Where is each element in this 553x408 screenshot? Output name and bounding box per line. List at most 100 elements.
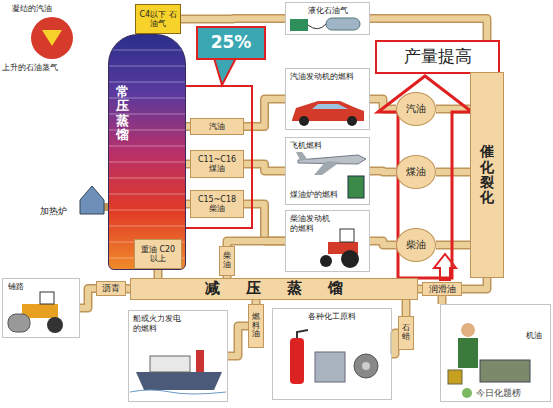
pipe-fill xyxy=(403,300,409,316)
node-text: 柴油 xyxy=(223,252,231,270)
node-text: 润滑油 xyxy=(429,284,456,294)
condense-symbol xyxy=(42,30,62,46)
fraction-box: 重油 C20以上 xyxy=(134,239,182,269)
worker-head xyxy=(461,323,475,337)
plane-tail xyxy=(296,152,308,160)
node-text: 常压蒸馏 xyxy=(116,85,129,142)
product-circle: 汽油 xyxy=(396,92,436,126)
engine-block xyxy=(480,360,530,382)
pipe-outline xyxy=(462,278,487,289)
tractor-wheel xyxy=(320,255,332,267)
condense-icon xyxy=(31,17,73,59)
increase-arrow xyxy=(378,76,472,278)
node-text: 铺路 xyxy=(8,282,24,292)
gas-box: C4以下 石油气 xyxy=(135,4,181,34)
node-text: 产量提高 xyxy=(404,47,472,67)
node-text: 机油 xyxy=(526,331,542,341)
chem-valve-core xyxy=(362,362,370,370)
pipe-fill xyxy=(244,204,285,241)
product-circle: 柴油 xyxy=(396,228,436,262)
product-panel: 船或火力发电的燃料 xyxy=(128,310,228,402)
gas-hose xyxy=(308,24,326,29)
node-text: C4以下 石油气 xyxy=(138,10,178,28)
pipe-outline xyxy=(227,241,285,246)
tractor-wheel xyxy=(341,250,359,268)
node-text: 重油 C20以上 xyxy=(137,245,179,263)
node-text: 柴油 xyxy=(406,239,426,251)
car-wheel xyxy=(347,116,357,126)
pipe-fill xyxy=(439,296,445,304)
annotation-label: 凝结的汽油 xyxy=(12,3,52,14)
note-box: 产量提高 xyxy=(375,40,500,74)
pipe-fill xyxy=(370,171,396,172)
car-wheel xyxy=(299,116,309,126)
chem-valve xyxy=(354,354,378,378)
vacuum-distillation-band: 减压蒸馏 xyxy=(130,278,418,300)
pipe-connector xyxy=(462,278,487,289)
pipe-connector xyxy=(244,204,285,241)
pipe-connector xyxy=(442,296,443,304)
node-text: 减压蒸馏 xyxy=(205,280,369,297)
node-text: 沥青 xyxy=(102,283,120,293)
product-panel: 飞机燃料煤油炉的燃料 xyxy=(285,137,370,205)
pipe-connector xyxy=(228,326,248,356)
product-panel: 柴油发动机的燃料 xyxy=(285,210,370,272)
product-panel: 各种化工原料 xyxy=(272,308,392,400)
pipe-outline xyxy=(154,269,163,278)
annotation-label: 今日化题榜 xyxy=(474,387,523,400)
product-panel: 汽油发动机的燃料 xyxy=(285,68,370,130)
node-text: 煤油 xyxy=(406,166,426,178)
pipe-outline xyxy=(244,204,285,241)
increase-arrow-small xyxy=(434,254,456,280)
water-line xyxy=(130,390,226,394)
pipe-fill xyxy=(228,326,248,356)
pipe-fill xyxy=(80,289,96,309)
node-text: 汽油发动机的燃料 xyxy=(290,72,354,82)
distillation-column: 常压蒸馏重油 C20以上 xyxy=(108,34,186,270)
pipe-connector xyxy=(370,171,396,172)
node-text: 燃料油 xyxy=(252,313,260,339)
car-window xyxy=(312,104,348,109)
pipe-connector xyxy=(244,164,285,171)
extinguisher-nozzle xyxy=(297,330,308,338)
ship-hull xyxy=(136,372,222,390)
pipe-connector xyxy=(244,99,285,127)
node-text: 石蜡 xyxy=(402,324,410,342)
fraction-box: C11~C16 煤油 xyxy=(190,150,244,178)
pipe-connector xyxy=(158,269,159,278)
roller-drum xyxy=(8,314,30,332)
fraction-box: 汽油 xyxy=(190,118,244,135)
node-text: 煤油炉的燃料 xyxy=(290,190,338,200)
node-text: 汽油 xyxy=(406,103,426,115)
ship-funnel xyxy=(196,350,204,372)
fraction-box: C15~C18 柴油 xyxy=(190,190,244,218)
node-text: C15~C18 柴油 xyxy=(195,195,239,213)
node-text: C11~C16 煤油 xyxy=(195,155,239,173)
product-panel: 铺路 xyxy=(2,278,80,338)
annotation-label: 加热炉 xyxy=(40,205,67,218)
cracking-unit: 催化裂化 xyxy=(470,72,504,278)
pipe-fill xyxy=(155,269,161,278)
furnace-icon xyxy=(80,186,104,214)
roller-wheel xyxy=(47,317,63,333)
pipe-outline xyxy=(370,171,396,172)
highlight-frame xyxy=(184,86,252,228)
product-panel: 液化石油气 xyxy=(285,2,370,35)
pipe-outline xyxy=(181,14,285,24)
annotation-label: 上升的石油蒸气 xyxy=(2,62,58,73)
chem-container xyxy=(315,352,345,382)
pipe-fill xyxy=(244,99,285,127)
node-text: 液化石油气 xyxy=(286,6,369,16)
plane-wing xyxy=(314,161,340,175)
pipe-fill xyxy=(227,241,285,246)
pipe-connector xyxy=(370,241,396,245)
node-text: 船或火力发电的燃料 xyxy=(133,314,185,333)
node-text: 飞机燃料 xyxy=(290,141,322,151)
pipe-outline xyxy=(228,326,248,356)
pipe-outline xyxy=(438,296,447,304)
node-text: 催化裂化 xyxy=(480,144,494,206)
roller-cabin xyxy=(40,292,54,304)
node-text: 各种化工原料 xyxy=(273,312,391,322)
node-text: 汽油 xyxy=(209,122,225,131)
pipe-label: 燃料油 xyxy=(248,304,264,348)
